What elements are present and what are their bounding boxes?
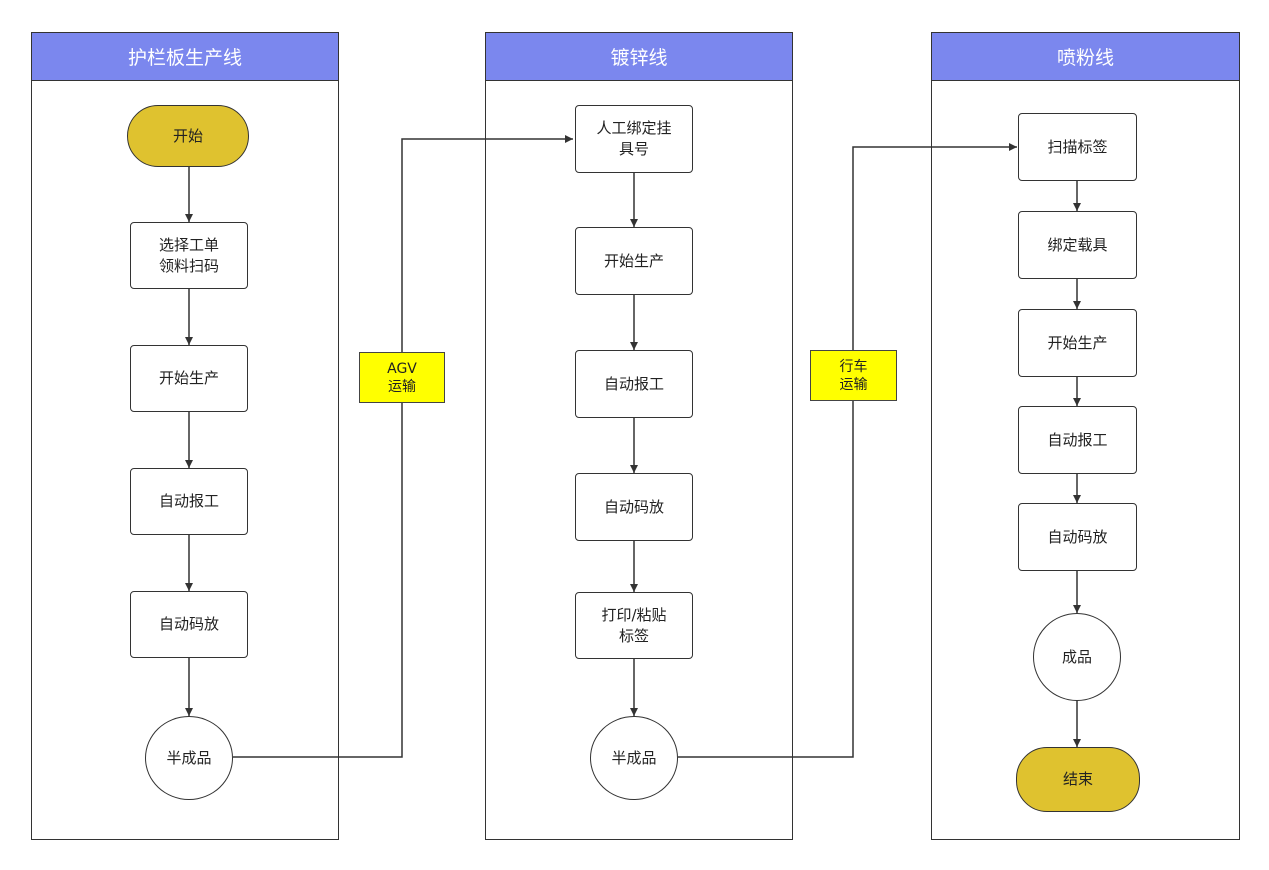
semi-finished-output: 半成品 (145, 716, 233, 800)
lane-title: 护栏板生产线 (32, 33, 338, 81)
step-bind-carrier: 绑定载具 (1018, 211, 1137, 279)
step-scan-label: 扫描标签 (1018, 113, 1137, 181)
arrow-agv-transfer (233, 135, 573, 758)
step-bind-hanger-number: 人工绑定挂 具号 (575, 105, 693, 173)
lane-title: 喷粉线 (932, 33, 1239, 81)
step-auto-stack: 自动码放 (575, 473, 693, 541)
step-auto-stack: 自动码放 (1018, 503, 1137, 571)
step-select-work-order: 选择工单 领料扫码 (130, 222, 248, 289)
finished-product-output: 成品 (1033, 613, 1121, 701)
step-start-production: 开始生产 (1018, 309, 1137, 377)
step-start-production: 开始生产 (130, 345, 248, 412)
arrow-crane-transfer (678, 143, 1017, 758)
swimlane-galvanizing-line: 镀锌线 (485, 32, 793, 840)
crane-transfer-label: 行车 运输 (810, 350, 897, 401)
step-auto-stack: 自动码放 (130, 591, 248, 658)
lane-title: 镀锌线 (486, 33, 792, 81)
step-start-production: 开始生产 (575, 227, 693, 295)
step-print-paste-label: 打印/粘贴 标签 (575, 592, 693, 659)
start-terminal: 开始 (127, 105, 249, 167)
agv-transfer-label: AGV 运输 (359, 352, 445, 403)
step-auto-report: 自动报工 (1018, 406, 1137, 474)
step-auto-report: 自动报工 (130, 468, 248, 535)
end-terminal: 结束 (1016, 747, 1140, 812)
step-auto-report: 自动报工 (575, 350, 693, 418)
semi-finished-output: 半成品 (590, 716, 678, 800)
